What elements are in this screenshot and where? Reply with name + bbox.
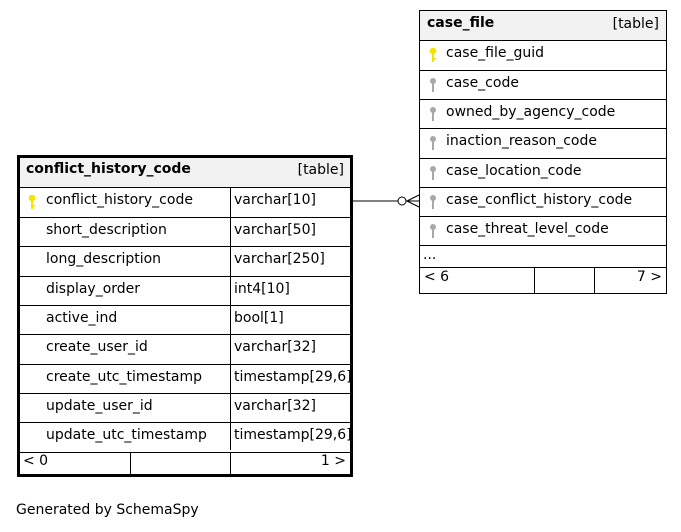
case-file-table[interactable]: case_file [table] case_file_guid case_co… [419, 10, 667, 294]
column-name: create_utc_timestamp [46, 369, 203, 385]
column-name: case_location_code [446, 163, 582, 179]
generated-by-caption: Generated by SchemaSpy [16, 502, 199, 518]
column-row[interactable]: long_description varchar[250] [20, 246, 350, 276]
primary-key-icon [28, 194, 36, 209]
table-header: conflict_history_code [table] [20, 158, 350, 187]
column-name: update_user_id [46, 398, 153, 414]
column-type: timestamp[29,6] [234, 427, 352, 443]
column-name: owned_by_agency_code [446, 104, 616, 120]
table-name: case_file [427, 15, 495, 31]
foreign-key-icon [430, 224, 436, 238]
footer-divider [130, 453, 131, 474]
foreign-key-icon [430, 107, 436, 121]
column-row[interactable]: conflict_history_code varchar[10] [20, 187, 350, 217]
zero-cardinality-circle [397, 196, 407, 206]
column-type: varchar[32] [234, 398, 316, 414]
table-header: case_file [table] [420, 11, 666, 40]
column-row[interactable]: create_user_id varchar[32] [20, 334, 350, 364]
footer-divider [230, 453, 231, 474]
table-footer: < 6 7 > [420, 267, 666, 294]
primary-key-icon [429, 47, 437, 62]
column-name: inaction_reason_code [446, 133, 597, 149]
column-row[interactable]: case_threat_level_code [420, 216, 666, 245]
more-columns-ellipsis: ... [423, 247, 437, 263]
column-row[interactable]: case_location_code [420, 158, 666, 187]
column-type: bool[1] [234, 310, 284, 326]
column-type: varchar[250] [234, 251, 325, 267]
column-row[interactable]: case_file_guid [420, 40, 666, 70]
parents-count[interactable]: < 0 [23, 453, 49, 469]
foreign-key-icon [430, 195, 436, 209]
column-name: create_user_id [46, 339, 148, 355]
column-row[interactable]: active_ind bool[1] [20, 305, 350, 334]
column-row[interactable]: update_user_id varchar[32] [20, 393, 350, 422]
column-row[interactable]: short_description varchar[50] [20, 217, 350, 246]
column-type: varchar[10] [234, 192, 316, 208]
column-name: long_description [46, 251, 162, 267]
column-row[interactable]: create_utc_timestamp timestamp[29,6] [20, 364, 352, 393]
column-name: case_threat_level_code [446, 221, 609, 237]
column-row[interactable]: display_order int4[10] [20, 276, 350, 305]
column-type: varchar[50] [234, 222, 316, 238]
column-row[interactable]: owned_by_agency_code [420, 99, 666, 128]
column-name: short_description [46, 222, 167, 238]
more-columns-row[interactable]: ... [420, 245, 666, 267]
column-row[interactable]: case_conflict_history_code [420, 187, 666, 216]
parents-count[interactable]: < 6 [424, 269, 450, 285]
crows-foot-lower [406, 200, 420, 208]
column-name: case_code [446, 75, 519, 91]
column-name: active_ind [46, 310, 118, 326]
table-footer: < 0 1 > [20, 452, 350, 474]
table-kind: [table] [612, 16, 659, 32]
foreign-key-icon [430, 78, 436, 92]
table-kind: [table] [297, 162, 344, 178]
column-row[interactable]: inaction_reason_code [420, 128, 666, 158]
column-type: timestamp[29,6] [234, 369, 352, 385]
column-name: case_file_guid [446, 45, 545, 61]
column-type: int4[10] [234, 281, 290, 297]
footer-divider [594, 268, 595, 294]
table-name: conflict_history_code [26, 161, 191, 177]
column-name: case_conflict_history_code [446, 192, 633, 208]
footer-divider [534, 268, 535, 294]
column-name: update_utc_timestamp [46, 427, 207, 443]
column-type: varchar[32] [234, 339, 316, 355]
children-count[interactable]: 7 > [636, 269, 662, 285]
column-row[interactable]: update_utc_timestamp timestamp[29,6] [20, 422, 352, 452]
column-type-divider [230, 187, 231, 450]
conflict-history-code-table[interactable]: conflict_history_code [table] conflict_h… [17, 155, 353, 477]
children-count[interactable]: 1 > [320, 453, 346, 469]
crows-foot-upper [406, 194, 420, 202]
foreign-key-icon [430, 136, 436, 150]
column-row[interactable]: case_code [420, 70, 666, 99]
foreign-key-icon [430, 166, 436, 180]
column-name: display_order [46, 281, 141, 297]
column-name: conflict_history_code [46, 192, 193, 208]
